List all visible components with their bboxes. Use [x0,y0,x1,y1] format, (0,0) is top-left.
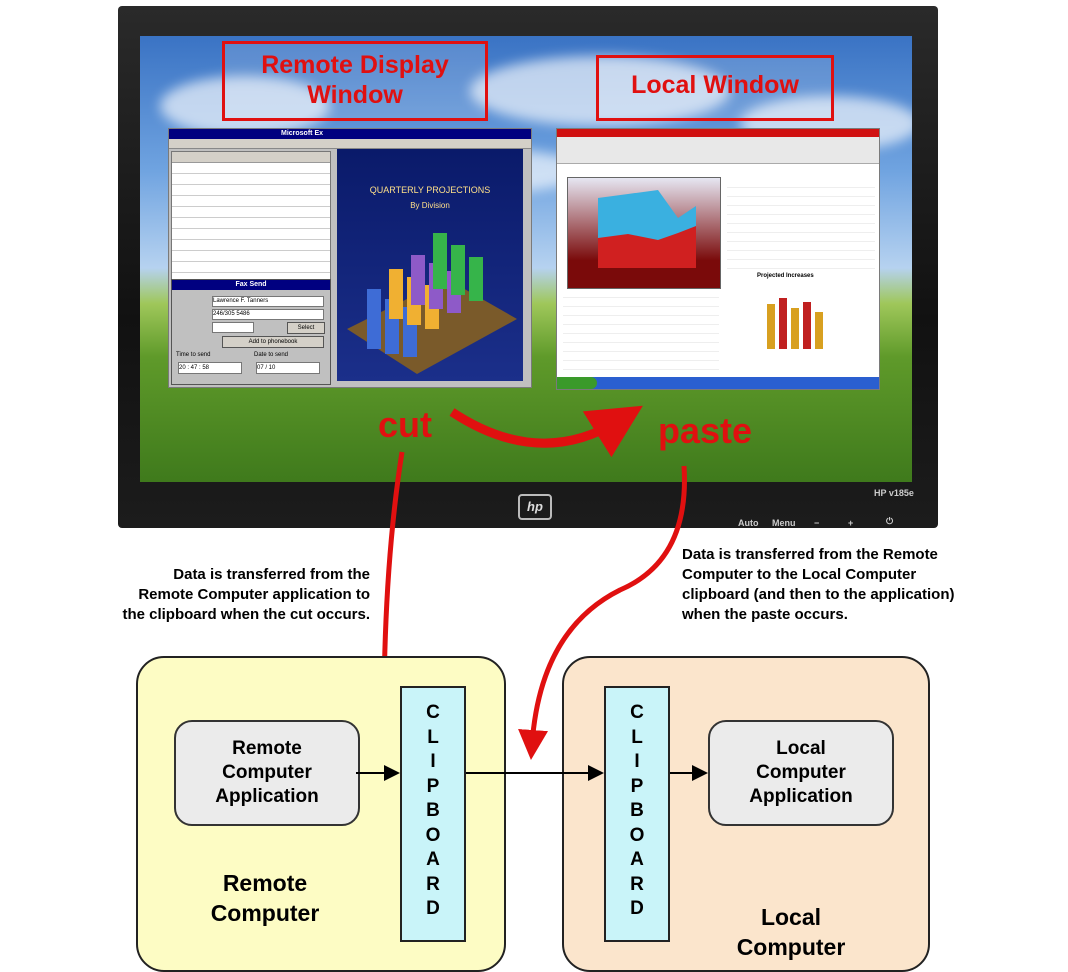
clipboard-letter: L [631,726,643,748]
local-window[interactable]: Projected Increases [556,128,880,390]
local-computer-application: Local Computer Application [708,720,894,826]
start-button[interactable] [557,377,597,389]
bar-3d-graphic [347,233,517,374]
fax-prefix-field[interactable] [212,322,254,333]
clipboard-letter: O [425,824,441,846]
fax-add-phonebook-button[interactable]: Add to phonebook [222,336,324,348]
fax-time-label: Time to send [176,352,211,358]
clipboard-letter: R [630,873,644,895]
remote-app-label: Remote Computer Application [215,738,319,807]
clipboard-letter: D [630,898,644,919]
local-window-label: Local Window [596,55,834,121]
local-chart-title: Projected Increases [757,273,814,279]
clipboard-letter: D [426,898,440,919]
monitor-brand: HP v185e [874,488,914,498]
clipboard-letter: P [630,775,644,797]
cut-note: Data is transferred from the Remote Comp… [122,566,370,623]
remote-display-window-label: Remote Display Window [222,41,488,121]
clipboard-letter: R [426,873,440,895]
remote-clipboard: C L I P B O A R D [400,686,466,942]
clipboard-letter: O [629,824,645,846]
fax-select-button[interactable]: Select [287,322,325,334]
clipboard-letter: B [630,800,644,821]
clipboard-letter: A [426,849,440,870]
fax-dialog-title: Fax Send [172,280,330,290]
local-computer-label: Local Computer [736,904,846,960]
remote-app-title: Microsoft Ex [281,130,324,137]
chart-title: QUARTERLY PROJECTIONS [369,185,491,195]
clipboard-letter: L [427,726,439,748]
local-clipboard: C L I P B O A R D [604,686,670,942]
fax-date-field[interactable]: 07 / 10 [256,362,320,374]
monitor-button-auto[interactable]: Auto [738,518,759,528]
clipboard-letter: I [634,751,640,772]
remote-computer-label: Remote Computer [210,870,320,926]
fax-name-field[interactable]: Lawrence F. Tanners [212,296,324,307]
paste-label: paste [658,410,753,451]
monitor-button-minus[interactable]: − [814,518,820,528]
local-app-label: Local Computer Application [749,738,853,807]
monitor-button-plus[interactable]: + [848,518,854,528]
local-bar-graphic [767,298,823,349]
fax-send-dialog[interactable]: Fax Send Lawrence F. Tanners 246/305 548… [171,279,331,385]
clipboard-letter: A [630,849,644,870]
clipboard-letter: C [630,702,644,723]
clipboard-letter: P [426,775,440,797]
monitor-power-icon[interactable]: ⏻ [886,516,894,526]
fax-number-field[interactable]: 246/305 5486 [212,309,324,320]
clipboard-letter: I [430,751,436,772]
remote-display-window[interactable]: Microsoft Ex Fax Send Lawrence F. Tanner… [168,128,532,388]
remote-computer-application: Remote Computer Application [174,720,360,826]
paste-note: Data is transferred from the Remote Comp… [682,546,955,623]
monitor-button-menu[interactable]: Menu [772,518,796,528]
area-chart-graphic [567,177,721,289]
fax-date-label: Date to send [254,352,289,358]
chart-subtitle: By Division [410,201,450,210]
paste-down-arrow [518,465,687,760]
cut-to-paste-arrow [449,405,643,458]
quarterly-projections-chart: QUARTERLY PROJECTIONS By Division [337,149,523,381]
clipboard-letter: B [426,800,440,821]
hp-logo-icon: hp [518,494,552,520]
clipboard-letter: C [426,702,440,723]
fax-time-field[interactable]: 20 : 47 : 58 [178,362,242,374]
cut-label: cut [378,404,432,445]
